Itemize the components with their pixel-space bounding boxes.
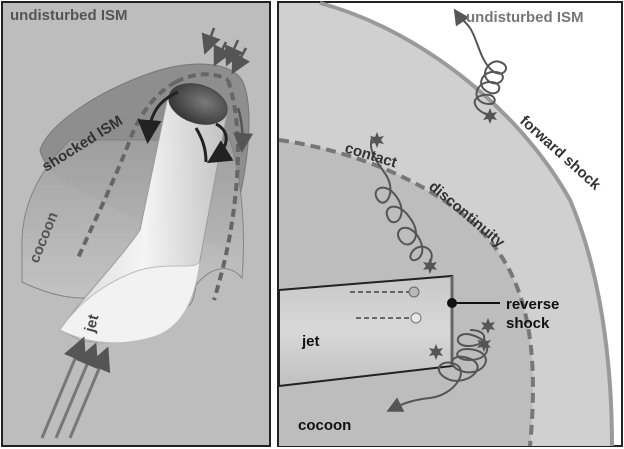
shock-star [481,318,495,334]
left-panel: undisturbed ISM shocked ISM cocoon jet [1,1,271,447]
left-jet-label: jet [81,313,102,335]
backflow-arrow-left [137,90,179,144]
shock-star [423,258,437,274]
shock-star [370,132,384,148]
jet-inflow-arrow [54,342,99,439]
ism-inflow-arrow [225,39,244,67]
jet-particle [408,286,420,298]
forward-shock-line [319,1,614,447]
contact-dashed-left [76,80,177,259]
contact-discontinuity-line [278,138,535,447]
right-panel: undisturbed ISM forward shock contact di… [277,1,623,447]
jet-head-opening [168,83,228,125]
right-cocoon-label: cocoon [298,417,351,434]
ism-inflow-arrow [213,41,232,67]
shock-star [483,108,497,124]
contact-dashed-top [175,72,230,84]
shock-label: shock [506,315,550,332]
flow-arrow-down-right [233,107,254,153]
jet-inflow-arrow [40,336,87,439]
right-title-label: undisturbed ISM [466,9,584,26]
ism-inflow-arrow [201,27,221,55]
contact-dashed-right [212,79,240,301]
jet-lower-flare [59,261,201,344]
jet-particle [410,312,422,324]
backflow-arrow-mid [194,127,208,163]
particle-trajectory-outer [370,137,433,266]
backflow-arrow-right [206,122,234,164]
jet-inflow-arrow [68,346,111,439]
shock-star-markers [370,108,497,360]
left-title-label: undisturbed ISM [10,7,128,24]
particle-trajectory-upper [453,8,507,116]
right-jet-label: jet [301,333,320,350]
ism-inflow-arrow [231,47,250,75]
shock-star [477,336,491,352]
right-jet [278,274,453,388]
reverse-label: reverse [506,296,559,313]
shock-star [429,344,443,360]
particle-trajectory-inner [386,329,489,412]
